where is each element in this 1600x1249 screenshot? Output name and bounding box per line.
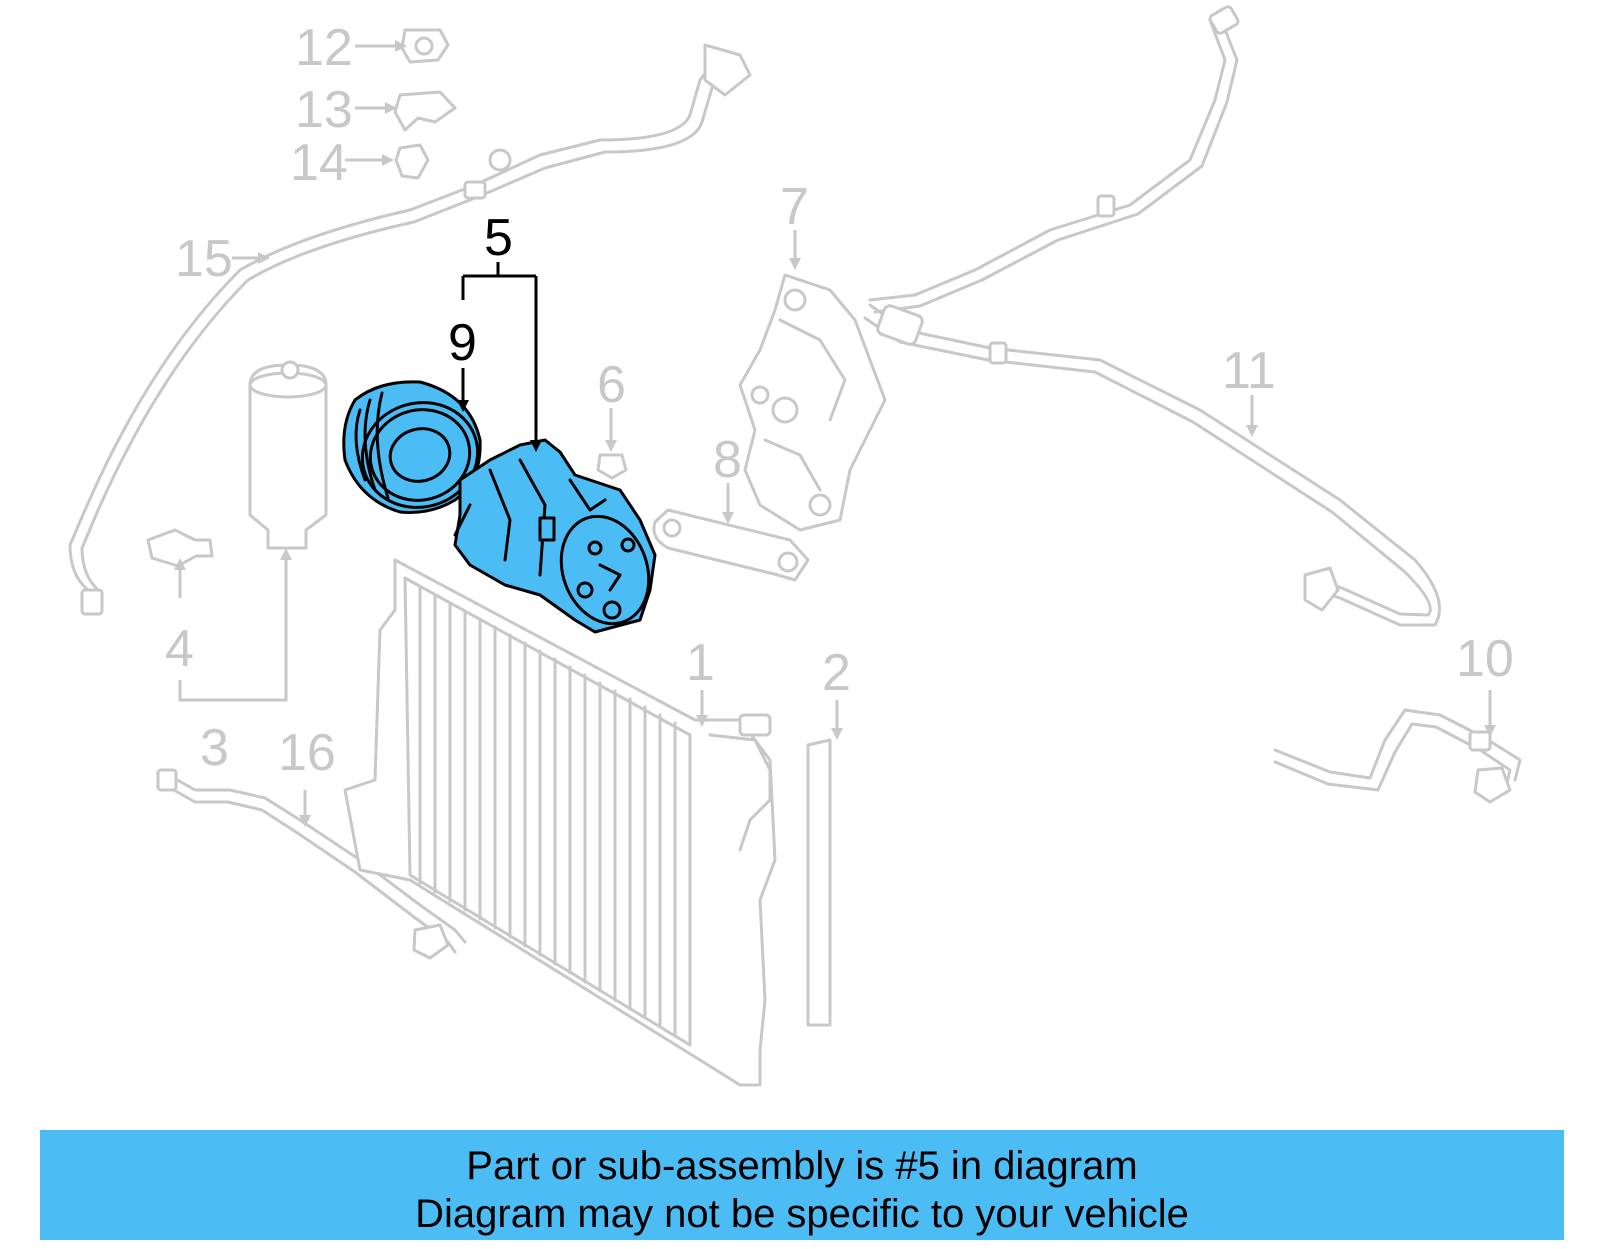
callout-15: 15 <box>175 230 233 288</box>
callout-labels: 12 13 14 15 5 9 7 6 8 11 4 3 16 1 2 10 <box>165 19 1514 782</box>
part-15-hose <box>68 43 752 616</box>
part-13-bracket <box>393 90 457 132</box>
part-1-condenser <box>343 558 777 1087</box>
part-10-hose <box>1273 708 1522 804</box>
part-7-mounting-bracket <box>738 273 887 532</box>
callout-5: 5 <box>484 209 513 267</box>
part-2-seal-strip <box>806 738 832 1027</box>
part-3-receiver-drier <box>248 360 328 550</box>
part-9-clutch-pulley[interactable] <box>342 380 490 520</box>
leader-lines <box>174 40 1496 827</box>
callout-7: 7 <box>780 178 809 236</box>
part-12-clip <box>400 28 450 64</box>
callout-6: 6 <box>597 356 626 414</box>
info-banner: Part or sub-assembly is #5 in diagram Di… <box>40 1130 1564 1240</box>
part-14-clip <box>394 143 430 180</box>
part-11-hose <box>863 5 1441 627</box>
callout-8: 8 <box>713 431 742 489</box>
callout-4: 4 <box>165 620 194 678</box>
part-8-bracket <box>652 508 810 582</box>
callout-12: 12 <box>295 19 353 77</box>
callout-3: 3 <box>200 719 229 777</box>
callout-2: 2 <box>822 644 851 702</box>
banner-line-part: Part or sub-assembly is #5 in diagram <box>466 1144 1138 1188</box>
callout-10: 10 <box>1456 630 1514 688</box>
callout-9: 9 <box>448 314 477 372</box>
callout-1: 1 <box>686 634 715 692</box>
part-6-bolt <box>596 453 628 480</box>
callout-11: 11 <box>1222 342 1276 400</box>
callout-13: 13 <box>295 81 353 139</box>
active-leaders <box>457 262 542 452</box>
banner-line-disclaimer: Diagram may not be specific to your vehi… <box>415 1192 1189 1236</box>
part-16-hose <box>156 768 467 960</box>
callout-14: 14 <box>290 134 348 192</box>
callout-16: 16 <box>278 724 336 782</box>
part-4-pressure-switch <box>146 528 214 568</box>
part-5-ac-compressor[interactable] <box>453 438 663 636</box>
